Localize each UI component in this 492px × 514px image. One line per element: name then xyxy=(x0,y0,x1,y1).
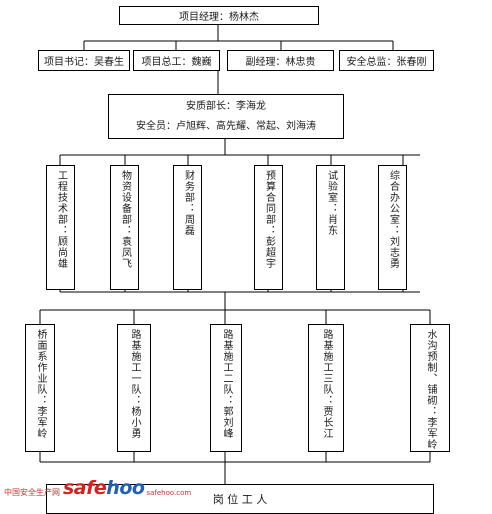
safety-officers-label: 安全员：卢旭辉、高先耀、常起、刘海涛 xyxy=(136,120,316,132)
team-label-subgrade-3: 路基施工三队：贾长江 xyxy=(321,329,332,439)
watermark-logo-hoo: hoo xyxy=(106,477,145,499)
department-label-budget: 预算合同部：彭超宇 xyxy=(263,170,275,269)
department-box-budget: 预算合同部：彭超宇 xyxy=(254,165,283,290)
team-box-drainage: 水沟预制、铺砌：李军岭 xyxy=(410,324,450,452)
team-box-subgrade-1: 路基施工一队：杨小勇 xyxy=(117,324,151,452)
quality-head-label: 安质部长：李海龙 xyxy=(186,100,266,112)
project-manager-box: 项目经理：杨林杰 xyxy=(119,6,319,25)
watermark-url: safehoo.com xyxy=(146,489,192,497)
department-box-finance: 财务部：周磊 xyxy=(173,165,202,290)
team-label-drainage: 水沟预制、铺砌：李军岭 xyxy=(425,329,436,450)
department-label-materials: 物资设备部：袁凤飞 xyxy=(119,170,131,269)
level2-label-secretary: 项目书记：吴春生 xyxy=(44,57,124,68)
watermark-logo-safe: safe xyxy=(63,477,107,499)
project-manager-label: 项目经理：杨林杰 xyxy=(179,12,259,23)
level2-box-deputy-manager: 副经理：林忠贵 xyxy=(227,50,334,71)
level2-label-safety-director: 安全总监：张春刚 xyxy=(346,57,427,68)
level2-box-chief-engineer: 项目总工：魏巍 xyxy=(133,50,220,71)
level2-box-secretary: 项目书记：吴春生 xyxy=(38,50,130,71)
level2-box-safety-director: 安全总监：张春刚 xyxy=(339,50,434,71)
team-box-bridge-deck: 桥面系作业队：李军岭 xyxy=(25,324,55,452)
quality-safety-box: 安质部长：李海龙 安全员：卢旭辉、高先耀、常起、刘海涛 xyxy=(108,94,344,139)
level2-label-deputy-manager: 副经理：林忠贵 xyxy=(245,57,316,68)
department-label-office: 综合办公室：刘志勇 xyxy=(387,170,399,269)
watermark-caption: 中国安全生产网 xyxy=(4,488,60,497)
workers-label: 岗 位 工 人 xyxy=(212,493,268,506)
department-label-engineering: 工程技术部：顾尚雄 xyxy=(55,170,67,269)
department-box-office: 综合办公室：刘志勇 xyxy=(378,165,407,290)
team-label-subgrade-2: 路基施工二队：郭刘峰 xyxy=(221,329,232,439)
site-watermark: 中国安全生产网 safehoo safehoo.com xyxy=(4,476,191,498)
department-label-laboratory: 试验室：肖东 xyxy=(325,170,337,236)
team-label-subgrade-1: 路基施工一队：杨小勇 xyxy=(129,329,140,439)
team-box-subgrade-3: 路基施工三队：贾长江 xyxy=(308,324,344,452)
department-label-finance: 财务部：周磊 xyxy=(182,170,194,236)
team-box-subgrade-2: 路基施工二队：郭刘峰 xyxy=(210,324,242,452)
team-label-bridge-deck: 桥面系作业队：李军岭 xyxy=(35,329,46,439)
department-box-engineering: 工程技术部：顾尚雄 xyxy=(46,165,75,290)
level2-label-chief-engineer: 项目总工：魏巍 xyxy=(141,57,212,68)
department-box-laboratory: 试验室：肖东 xyxy=(316,165,345,290)
department-box-materials: 物资设备部：袁凤飞 xyxy=(110,165,139,290)
watermark-logo: safehoo xyxy=(63,477,145,499)
